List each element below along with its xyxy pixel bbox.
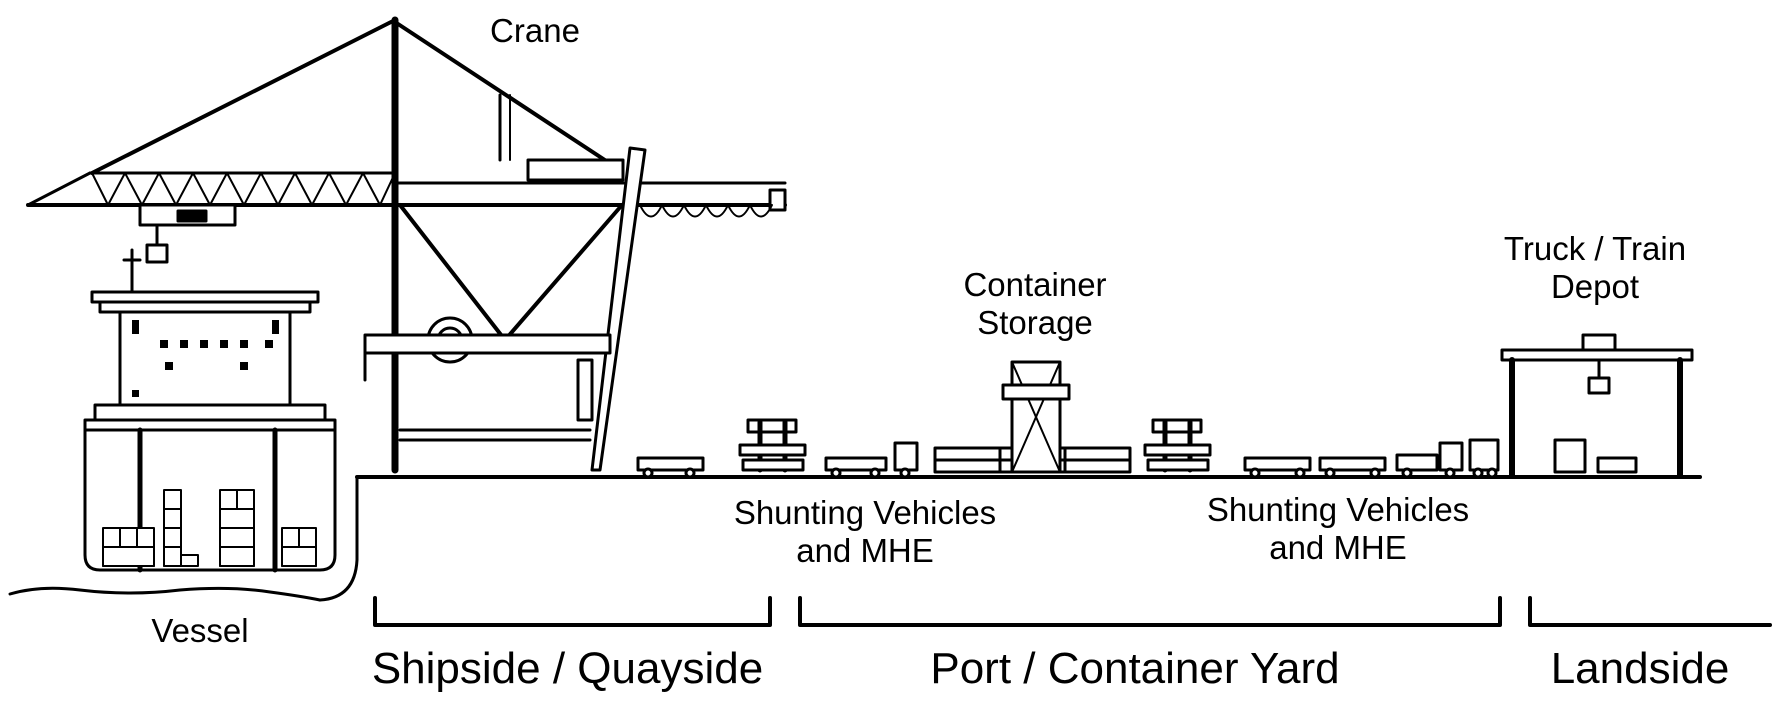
label-container-storage: Container Storage — [963, 266, 1107, 341]
zone-label-port-yard: Port / Container Yard — [930, 644, 1340, 693]
bracket-port-yard — [798, 596, 1502, 627]
zone-brackets — [373, 596, 1772, 627]
zone-label-landside: Landside — [1550, 644, 1730, 693]
label-shunting-vehicles-1: Shunting Vehicles and MHE — [733, 494, 997, 569]
yard-equipment — [636, 360, 1500, 479]
water-line — [8, 586, 322, 602]
depot-gantry — [1500, 333, 1694, 478]
label-shunting-vehicles-2: Shunting Vehicles and MHE — [1206, 491, 1470, 566]
label-crane: Crane — [490, 12, 580, 49]
zone-label-shipside: Shipside / Quayside — [371, 644, 764, 693]
bracket-landside — [1528, 596, 1772, 627]
vessel-illustration — [83, 248, 337, 573]
bracket-shipside — [373, 596, 772, 627]
label-truck-train-depot: Truck / Train Depot — [1503, 230, 1687, 305]
label-vessel: Vessel — [151, 612, 249, 649]
crane-illustration — [26, 16, 787, 474]
